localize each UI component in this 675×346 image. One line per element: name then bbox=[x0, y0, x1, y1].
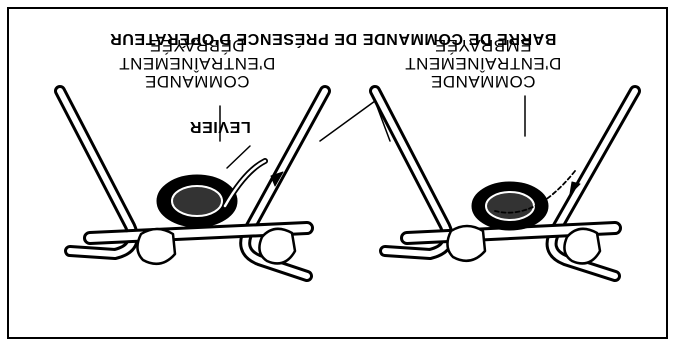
engaged-panel bbox=[375, 91, 635, 276]
lever-label: LEVIER bbox=[175, 117, 265, 134]
hand-right-b bbox=[137, 229, 175, 264]
disengaged-label-block: COMMANDE D'ENTRAÎNEMENT DÉBRAYÉE bbox=[97, 36, 297, 90]
hand-left-b bbox=[447, 226, 485, 261]
disengaged-line1: COMMANDE bbox=[97, 72, 297, 90]
engaged-line2: D'ENTRAÎNEMENT bbox=[383, 54, 583, 72]
engaged-line3: EMBRAYÉE bbox=[383, 36, 583, 54]
hand-right-a bbox=[259, 229, 295, 264]
leader-bar-right bbox=[320, 101, 375, 141]
engaged-line1: COMMANDE bbox=[383, 72, 583, 90]
disengaged-line2: D'ENTRAÎNEMENT bbox=[97, 54, 297, 72]
hand-left-a bbox=[564, 229, 600, 264]
engaged-label-block: COMMANDE D'ENTRAÎNEMENT EMBRAYÉE bbox=[383, 36, 583, 90]
disengaged-line3: DÉBRAYÉE bbox=[97, 36, 297, 54]
leader-lever bbox=[227, 146, 250, 168]
